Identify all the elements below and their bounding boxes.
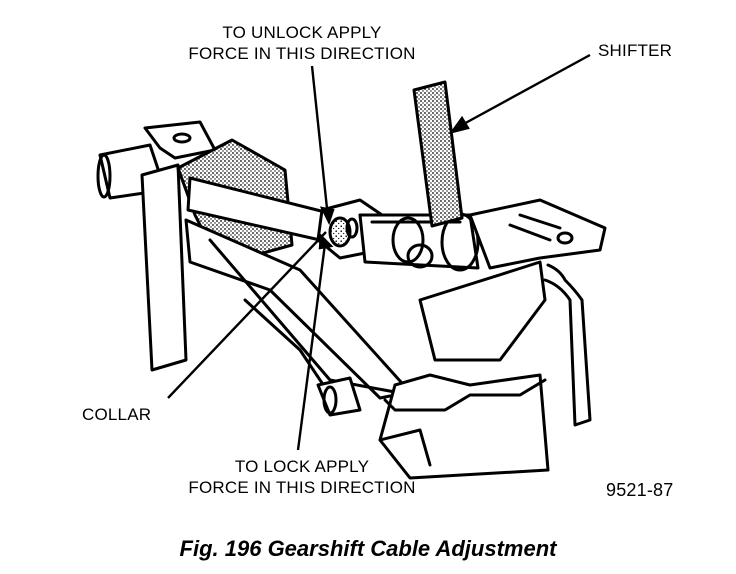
unlock-force-line1: TO UNLOCK APPLY xyxy=(222,23,382,42)
shifter-arrow-line xyxy=(459,53,591,128)
unlock-force-label: TO UNLOCK APPLY FORCE IN THIS DIRECTION xyxy=(166,22,438,64)
shifter-lever xyxy=(412,80,464,228)
unlock-arrowhead xyxy=(319,206,335,226)
figure-number: 9521-87 xyxy=(606,480,674,500)
unlock-arrow-line xyxy=(310,65,330,219)
base-plate xyxy=(378,373,550,480)
lock-force-label: TO LOCK APPLY FORCE IN THIS DIRECTION xyxy=(166,456,438,498)
left-frame-post xyxy=(140,163,188,372)
lock-force-line2: FORCE IN THIS DIRECTION xyxy=(188,478,416,497)
lock-arrow-line xyxy=(296,243,327,451)
shifter-arrowhead xyxy=(449,115,470,134)
unlock-force-line2: FORCE IN THIS DIRECTION xyxy=(188,44,416,63)
housing-body xyxy=(184,218,412,400)
collar-leader-line xyxy=(167,231,327,399)
upper-bracket xyxy=(143,120,217,160)
right-frame xyxy=(543,263,592,427)
figure-caption: Fig. 196 Gearshift Cable Adjustment xyxy=(179,536,557,561)
bracket-hole xyxy=(172,132,192,144)
collar-label: COLLAR xyxy=(82,405,152,424)
lock-force-line1: TO LOCK APPLY xyxy=(234,457,370,476)
shifter-label: SHIFTER xyxy=(598,41,673,60)
lock-arrowhead xyxy=(318,233,334,250)
cable-tube-end xyxy=(96,153,112,199)
